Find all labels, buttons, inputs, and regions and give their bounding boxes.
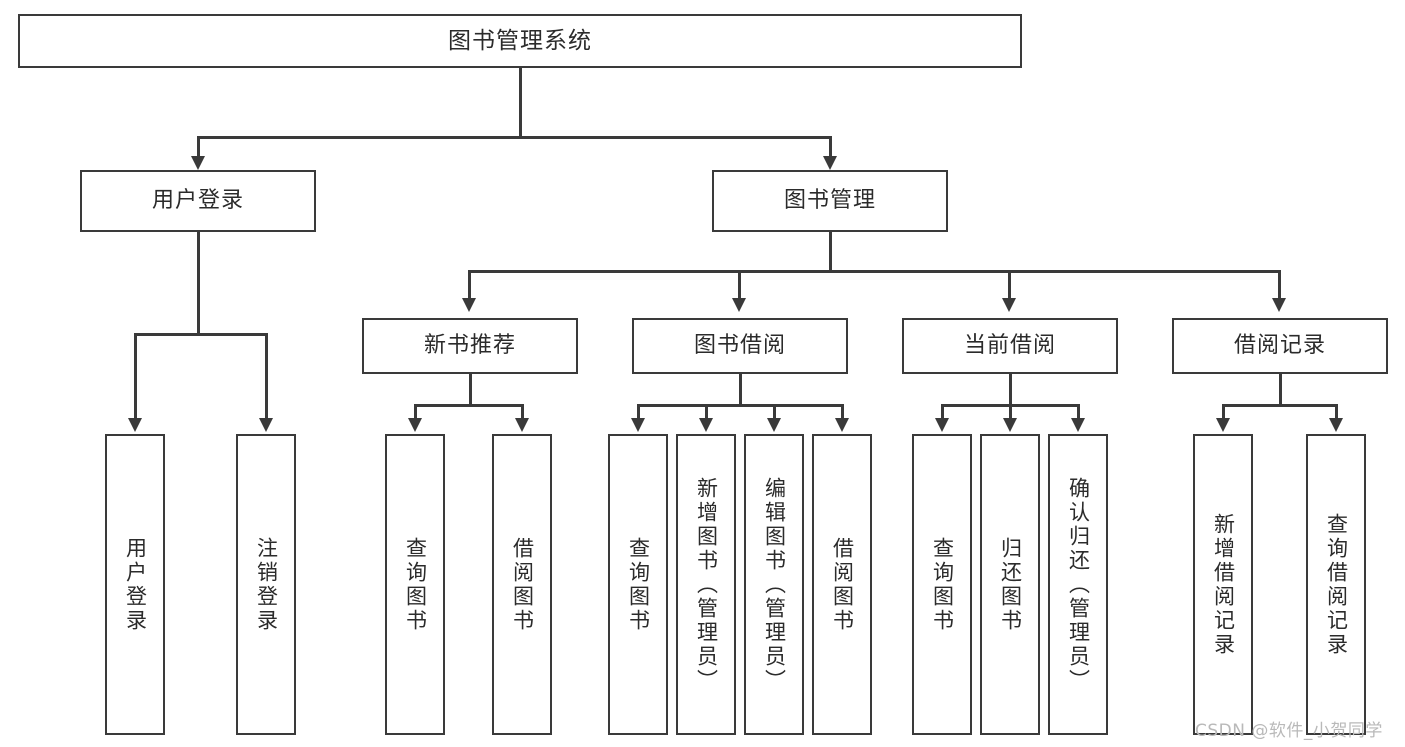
node-current-borrow[interactable]: 当前借阅 <box>902 318 1118 374</box>
edge-borrow-stem <box>739 374 742 406</box>
arrowhead-bookmgmt-child-4 <box>1272 298 1286 312</box>
edge-borrow-drop-4 <box>841 404 844 420</box>
edge-root-bus <box>197 136 831 139</box>
node-book-borrow[interactable]: 图书借阅 <box>632 318 848 374</box>
leaf-borrow-book-recommend[interactable]: 借阅图书 <box>492 434 552 735</box>
node-label: 图书管理 <box>783 188 876 214</box>
node-book-management[interactable]: 图书管理 <box>712 170 948 232</box>
edge-login-bus <box>134 333 267 336</box>
edge-login-stem <box>197 232 200 335</box>
arrowhead-current-leaf-3 <box>1071 418 1085 432</box>
arrowhead-record-leaf-1 <box>1216 418 1230 432</box>
arrowhead-borrow-leaf-1 <box>631 418 645 432</box>
node-label: 编辑图书（管理员） <box>762 476 787 693</box>
edge-current-drop-2 <box>1009 404 1012 420</box>
edge-bookmgmt-drop-1 <box>468 270 471 300</box>
leaf-add-borrow-record[interactable]: 新增借阅记录 <box>1193 434 1253 735</box>
leaf-query-book-recommend[interactable]: 查询图书 <box>385 434 445 735</box>
leaf-return-book[interactable]: 归还图书 <box>980 434 1040 735</box>
node-label: 查询图书 <box>403 536 428 633</box>
edge-borrow-drop-1 <box>637 404 640 420</box>
node-label: 图书管理系统 <box>448 27 592 54</box>
arrowhead-bookmgmt-child-2 <box>732 298 746 312</box>
edge-bookmgmt-bus <box>468 270 1280 273</box>
edge-record-drop-2 <box>1335 404 1338 420</box>
node-label: 借阅记录 <box>1233 333 1326 359</box>
edge-current-drop-1 <box>941 404 944 420</box>
edge-borrow-drop-2 <box>705 404 708 420</box>
leaf-confirm-return-admin[interactable]: 确认归还（管理员） <box>1048 434 1108 735</box>
leaf-user-login[interactable]: 用户登录 <box>105 434 165 735</box>
arrowhead-current-leaf-1 <box>935 418 949 432</box>
node-label: 查询图书 <box>930 536 955 633</box>
edge-recommend-drop-2 <box>521 404 524 420</box>
edge-bookmgmt-drop-3 <box>1008 270 1011 300</box>
node-user-login[interactable]: 用户登录 <box>80 170 316 232</box>
node-label: 借阅图书 <box>830 536 855 633</box>
edge-record-stem <box>1279 374 1282 406</box>
leaf-query-borrow-record[interactable]: 查询借阅记录 <box>1306 434 1366 735</box>
arrowhead-root-to-bookmgmt <box>823 156 837 170</box>
edge-bookmgmt-stem <box>829 232 832 272</box>
node-label: 注销登录 <box>254 536 279 633</box>
edge-login-drop-2 <box>265 333 268 420</box>
node-label: 确认归还（管理员） <box>1066 476 1091 693</box>
edge-bookmgmt-drop-2 <box>738 270 741 300</box>
node-label: 查询借阅记录 <box>1324 512 1349 657</box>
node-root-system[interactable]: 图书管理系统 <box>18 14 1022 68</box>
arrowhead-recommend-leaf-2 <box>515 418 529 432</box>
arrowhead-login-leaf-1 <box>128 418 142 432</box>
edge-login-drop-1 <box>134 333 137 420</box>
edge-recommend-drop-1 <box>414 404 417 420</box>
edge-current-drop-3 <box>1077 404 1080 420</box>
arrowhead-record-leaf-2 <box>1329 418 1343 432</box>
arrowhead-borrow-leaf-4 <box>835 418 849 432</box>
edge-recommend-bus <box>414 404 524 407</box>
leaf-borrow-book[interactable]: 借阅图书 <box>812 434 872 735</box>
leaf-add-book-admin[interactable]: 新增图书（管理员） <box>676 434 736 735</box>
node-label: 图书借阅 <box>693 333 786 359</box>
leaf-query-book-borrow[interactable]: 查询图书 <box>608 434 668 735</box>
leaf-edit-book-admin[interactable]: 编辑图书（管理员） <box>744 434 804 735</box>
arrowhead-borrow-leaf-2 <box>699 418 713 432</box>
node-label: 新书推荐 <box>423 333 516 359</box>
arrowhead-login-leaf-2 <box>259 418 273 432</box>
node-label: 当前借阅 <box>963 333 1056 359</box>
arrowhead-current-leaf-2 <box>1003 418 1017 432</box>
node-label: 用户登录 <box>151 188 244 214</box>
edge-root-to-bookmgmt <box>829 136 832 158</box>
node-label: 新增图书（管理员） <box>694 476 719 693</box>
edge-record-drop-1 <box>1222 404 1225 420</box>
node-borrow-record[interactable]: 借阅记录 <box>1172 318 1388 374</box>
edge-root-stem <box>519 68 522 138</box>
edge-record-bus <box>1222 404 1337 407</box>
leaf-query-book-current[interactable]: 查询图书 <box>912 434 972 735</box>
edge-recommend-stem <box>469 374 472 406</box>
edge-current-stem <box>1009 374 1012 406</box>
arrowhead-bookmgmt-child-3 <box>1002 298 1016 312</box>
arrowhead-borrow-leaf-3 <box>767 418 781 432</box>
arrowhead-root-to-login <box>191 156 205 170</box>
node-label: 用户登录 <box>123 536 148 633</box>
edge-root-to-login <box>197 136 200 158</box>
edge-bookmgmt-drop-4 <box>1278 270 1281 300</box>
leaf-logout[interactable]: 注销登录 <box>236 434 296 735</box>
node-label: 新增借阅记录 <box>1211 512 1236 657</box>
node-new-book-recommend[interactable]: 新书推荐 <box>362 318 578 374</box>
node-label: 查询图书 <box>626 536 651 633</box>
arrowhead-recommend-leaf-1 <box>408 418 422 432</box>
edge-borrow-bus <box>637 404 843 407</box>
arrowhead-bookmgmt-child-1 <box>462 298 476 312</box>
edge-borrow-drop-3 <box>773 404 776 420</box>
node-label: 借阅图书 <box>510 536 535 633</box>
node-label: 归还图书 <box>998 536 1023 633</box>
